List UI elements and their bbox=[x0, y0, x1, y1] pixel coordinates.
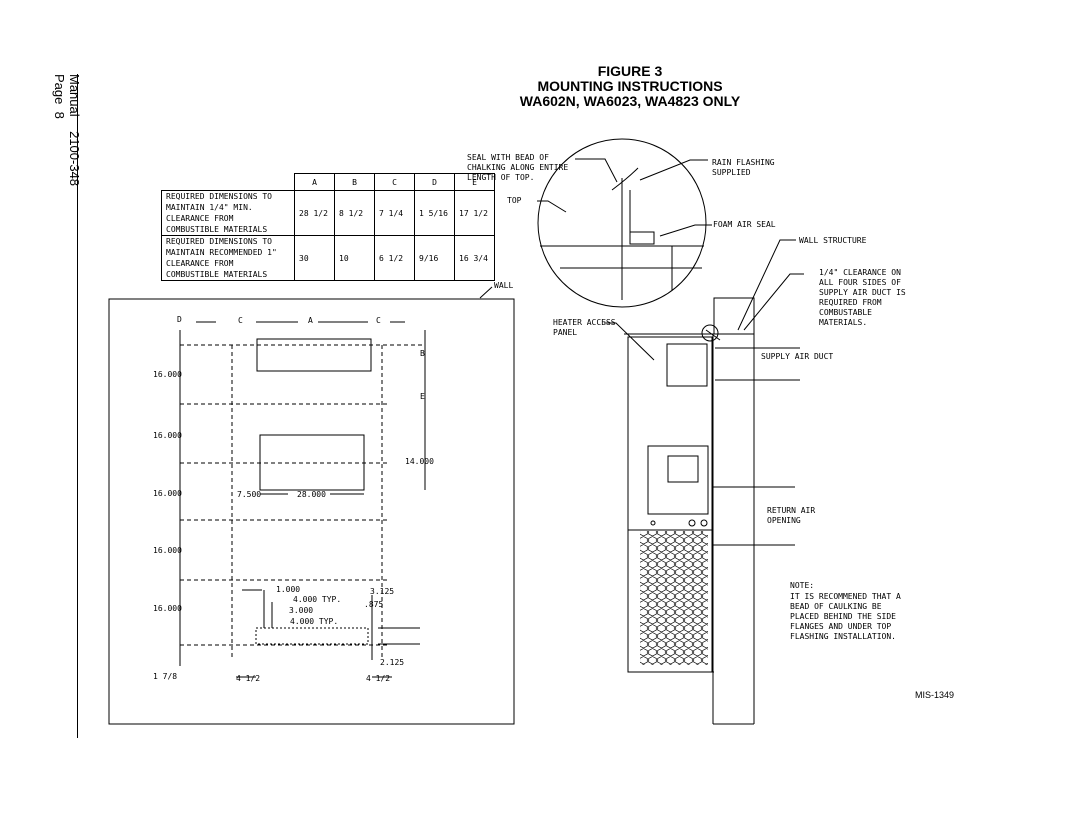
supply-air-duct-label: SUPPLY AIR DUCT bbox=[761, 352, 834, 361]
wall-upper bbox=[713, 297, 755, 335]
title-figure: FIGURE 3 bbox=[597, 63, 663, 79]
table-header-row: A B C D E bbox=[162, 173, 495, 191]
wall-label: WALL bbox=[494, 281, 514, 290]
dim-letter-c-right: C bbox=[376, 316, 381, 325]
dim-bracket-3125: 3.125 bbox=[370, 587, 395, 596]
wall-frame bbox=[108, 298, 515, 725]
table-cell: 28 1/2 bbox=[294, 190, 335, 236]
table-cell: 1 5/16 bbox=[414, 190, 455, 236]
seal-label: SEAL WITH BEAD OF CHALKING ALONG ENTIRE … bbox=[467, 153, 569, 182]
table-cell: 6 1/2 bbox=[374, 235, 415, 281]
dim-letter-c-left: C bbox=[238, 316, 243, 325]
note-title: NOTE: bbox=[790, 581, 815, 590]
mis-number: MIS-1349 bbox=[915, 690, 955, 700]
table-cell: 30 bbox=[294, 235, 335, 281]
wall-leader bbox=[479, 286, 493, 299]
supply-opening bbox=[256, 338, 372, 372]
dim-bracket-1000: 1.000 bbox=[276, 585, 301, 594]
dim-vertical-1: 16.000 bbox=[153, 370, 182, 379]
dimension-table: A B C D E REQUIRED DIMENSIONS TO MAINTAI… bbox=[161, 173, 495, 281]
top-label: TOP bbox=[507, 196, 522, 205]
note-body: IT IS RECOMMENED THAT A BEAD OF CAULKING… bbox=[790, 592, 901, 641]
title-models: WA602N, WA6023, WA4823 ONLY bbox=[519, 93, 741, 109]
table-cell: 16 3/4 bbox=[454, 235, 495, 281]
dim-bottom-178: 1 7/8 bbox=[153, 672, 178, 681]
figure-title: FIGURE 3 MOUNTING INSTRUCTIONS WA602N, W… bbox=[330, 64, 930, 109]
table-cell: 17 1/2 bbox=[454, 190, 495, 236]
unit-lower bbox=[627, 529, 713, 673]
dim-bracket-3000: 3.000 bbox=[289, 606, 314, 615]
foam-seal-label: FOAM AIR SEAL bbox=[713, 220, 776, 229]
heater-panel bbox=[666, 343, 708, 387]
unit-cabinet bbox=[627, 336, 713, 531]
dim-bracket-2125: 2.125 bbox=[380, 658, 405, 667]
control-panel bbox=[647, 445, 709, 515]
dim-letter-d: D bbox=[177, 315, 182, 324]
dim-bracket-4000-typ-2: 4.000 TYP. bbox=[290, 617, 339, 626]
dim-vertical-3: 16.000 bbox=[153, 489, 182, 498]
table-row-label: REQUIRED DIMENSIONS TO MAINTAIN RECOMMEN… bbox=[161, 235, 295, 281]
dim-bottom-412-left: 4 1/2 bbox=[236, 674, 261, 683]
dim-vertical-2: 16.000 bbox=[153, 431, 182, 440]
detail-circle bbox=[537, 138, 707, 308]
return-opening bbox=[259, 434, 365, 491]
dim-letter-b: B bbox=[420, 349, 425, 358]
wall-structure-label: WALL STRUCTURE bbox=[799, 236, 867, 245]
table-cell: 8 1/2 bbox=[334, 190, 375, 236]
dim-width-7500: 7.500 bbox=[237, 490, 262, 499]
dim-letter-e: E bbox=[420, 392, 425, 401]
rain-flashing-label: RAIN FLASHING SUPPLIED bbox=[712, 158, 775, 177]
title-mounting: MOUNTING INSTRUCTIONS bbox=[537, 78, 723, 94]
return-air-label: RETURN AIR OPENING bbox=[767, 506, 816, 525]
clearance-label: 1/4" CLEARANCE ON ALL FOUR SIDES OF SUPP… bbox=[819, 268, 906, 327]
dim-vertical-4: 16.000 bbox=[153, 546, 182, 555]
dim-width-28000: 28.000 bbox=[297, 490, 326, 499]
bottom-bracket bbox=[255, 627, 369, 645]
dim-bracket-4000-typ: 4.000 TYP. bbox=[293, 595, 342, 604]
dim-vertical-5: 16.000 bbox=[153, 604, 182, 613]
table-row: REQUIRED DIMENSIONS TO MAINTAIN RECOMMEN… bbox=[161, 235, 495, 281]
table-cell: 10 bbox=[334, 235, 375, 281]
dim-bracket-875: .875 bbox=[364, 600, 384, 609]
heater-access-label: HEATER ACCESS PANEL bbox=[553, 318, 616, 337]
dim-height-14000: 14.000 bbox=[405, 457, 434, 466]
dim-bottom-412-right: 4 1/2 bbox=[366, 674, 391, 683]
dim-letter-a: A bbox=[308, 316, 313, 325]
side-rule bbox=[77, 74, 78, 738]
